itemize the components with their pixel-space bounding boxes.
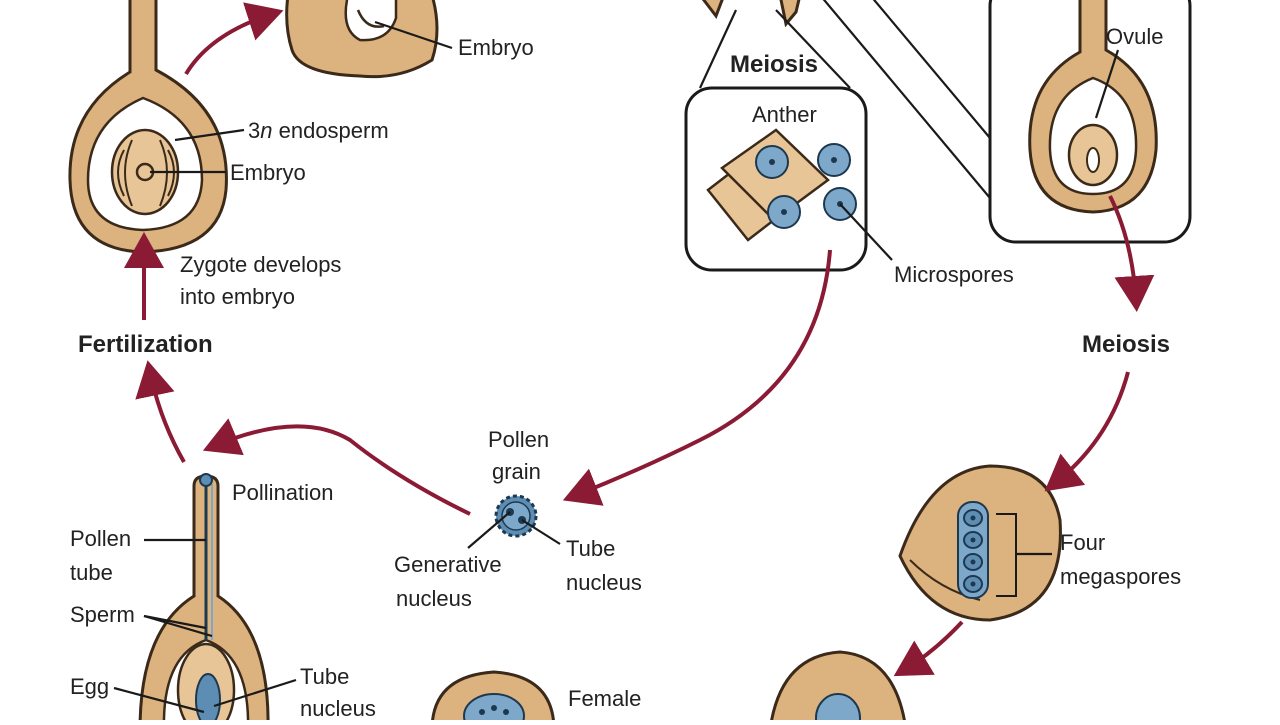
zoom-line-4: [872, 0, 1001, 151]
pollen-tube-label-line2: tube: [70, 560, 113, 585]
megaspores-illustration: [898, 464, 1062, 622]
pollen-grain-label-line2: grain: [492, 459, 541, 484]
meiosis-top-label: Meiosis: [730, 51, 818, 78]
tube-nucleus-leader: [521, 519, 561, 545]
embryo-sac-illustration: [769, 650, 907, 725]
zoom-line-2: [775, 9, 851, 89]
four-megaspores-label-line2: megaspores: [1060, 564, 1181, 589]
female-label: Female: [568, 686, 641, 711]
female-gametophyte-illustration: [430, 670, 556, 725]
life-cycle-arrows: [124, 2, 1155, 677]
zygote-label-line1: Zygote develops: [180, 252, 341, 277]
ovule-illustration: [1028, 0, 1158, 214]
sperm-label: Sperm: [70, 602, 135, 627]
zoom-line-1: [699, 9, 737, 89]
fertilization-label: Fertilization: [78, 331, 213, 358]
pollen-grain-illustration: [494, 494, 538, 538]
pollen-grain-label-line1: Pollen: [488, 427, 549, 452]
endosperm-label: 3n endosperm: [248, 118, 389, 143]
zygote-label-line2: into embryo: [180, 284, 295, 309]
anther-frame: [684, 86, 868, 272]
pollen-tube-label-line1: Pollen: [70, 526, 131, 551]
egg-leader: [113, 686, 205, 714]
tube-nucleus-b-leader: [213, 678, 297, 708]
embryo-mid-label: Embryo: [230, 160, 306, 185]
ovule-frame: [988, 0, 1192, 244]
microspores-label: Microspores: [894, 262, 1014, 287]
egg-label: Egg: [70, 674, 109, 699]
ovule-leader: [1094, 49, 1120, 119]
generative-label-line1: Generative: [394, 552, 502, 577]
embryo-top-label: Embryo: [458, 35, 534, 60]
meiosis-right-label: Meiosis: [1082, 331, 1170, 358]
tube-nucleus-label-line2: nucleus: [566, 570, 642, 595]
arrow-to-pollen-grain: [562, 249, 832, 506]
anther-illustration: [706, 128, 857, 242]
microspores-leader: [839, 203, 893, 261]
four-megaspores-label-line1: Four: [1060, 530, 1105, 555]
arrow-to-seed: [184, 2, 284, 76]
flower-fragments: [701, 0, 801, 28]
arrow-to-embryo-sac: [893, 620, 964, 677]
seed-illustration: [285, 0, 439, 79]
ovule-label: Ovule: [1106, 24, 1163, 49]
tube-nucleus-label-line1: Tube: [566, 536, 615, 561]
arrow-to-pollination: [202, 418, 471, 516]
sperm-leader-2: [143, 614, 213, 638]
generative-leader: [467, 511, 511, 549]
arrow-to-fertilization: [135, 360, 186, 463]
zoom-line-3: [822, 0, 1001, 211]
arrow-to-meiosis-right: [1108, 195, 1155, 312]
generative-label-line2: nucleus: [396, 586, 472, 611]
anther-label: Anther: [752, 102, 817, 127]
arrow-to-megaspores: [1044, 371, 1130, 492]
embryo-top-leader: [374, 20, 453, 50]
tube-nucleus-b-label-line2: nucleus: [300, 696, 376, 720]
tube-nucleus-b-label-line1: Tube: [300, 664, 349, 689]
fertilized-ovule-illustration: [68, 0, 228, 254]
pollination-label: Pollination: [232, 480, 334, 505]
pollinated-ovule-illustration: [138, 473, 270, 725]
endosperm-leader: [174, 128, 245, 142]
